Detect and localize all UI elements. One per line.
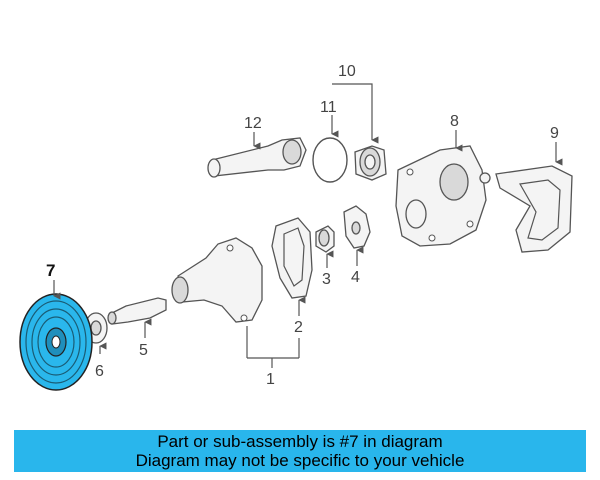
callout-2: 2 [294,319,303,336]
part-8-cover [395,130,491,247]
callout-10: 10 [338,63,356,80]
part-11-o-ring [312,115,348,183]
callout-11: 11 [320,99,337,116]
part-9-gasket [495,142,573,253]
callout-4: 4 [351,269,360,286]
callout-8: 8 [450,113,459,130]
callout-7: 7 [46,261,55,280]
part-2-gasket [271,217,313,316]
part-12-outlet-pipe [207,132,307,178]
callout-1: 1 [266,371,275,388]
callout-9: 9 [550,125,559,142]
parts-diagram: 12 11 10 8 9 1 [19,63,573,391]
part-1-water-pump [171,237,300,368]
callout-6: 6 [95,363,104,380]
callout-3: 3 [322,271,331,288]
banner-line-1: Part or sub-assembly is #7 in diagram [157,432,443,451]
part-5-shaft [107,297,167,338]
part-7-pulley [19,280,93,391]
info-banner: Part or sub-assembly is #7 in diagram Di… [14,430,586,472]
callout-12: 12 [244,115,262,132]
part-3-seal [315,225,335,268]
callout-5: 5 [139,342,148,359]
banner-line-2: Diagram may not be specific to your vehi… [135,451,465,470]
part-10-thermostat [332,83,387,181]
part-4-impeller [343,205,371,266]
